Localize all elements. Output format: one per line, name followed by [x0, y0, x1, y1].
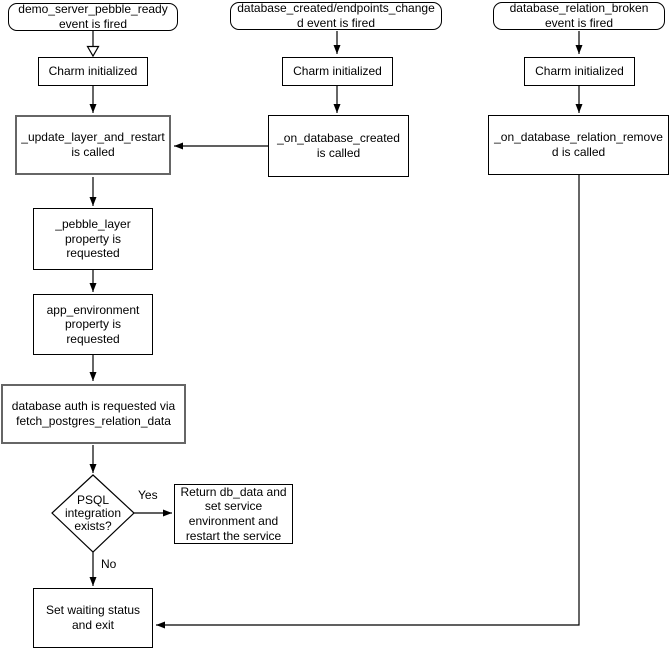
- node-label: Charm initialized: [48, 64, 138, 79]
- edge-label-no: No: [99, 557, 119, 572]
- node-label: database_created/endpoints_changed event…: [237, 2, 435, 30]
- node-set-waiting-status: Set waiting status and exit: [33, 588, 153, 648]
- node-pebble-layer-property: _pebble_layer property is requested: [33, 208, 153, 270]
- node-charm-initialized-2: Charm initialized: [282, 57, 393, 86]
- node-label: database auth is requested via fetch_pos…: [11, 399, 176, 428]
- open-arrowhead-icon: [86, 45, 100, 58]
- node-database-auth-requested: database auth is requested via fetch_pos…: [1, 384, 186, 444]
- node-charm-initialized-3: Charm initialized: [524, 57, 635, 86]
- node-label: _update_layer_and_restart is called: [21, 130, 165, 159]
- node-label: app_environment property is requested: [46, 302, 140, 346]
- node-label: _on_database_created is called: [277, 131, 400, 160]
- node-database-created-event: database_created/endpoints_changed event…: [230, 2, 442, 30]
- node-label: Charm initialized: [293, 64, 382, 79]
- node-demo-server-pebble-ready-event: demo_server_pebble_ready event is fired: [8, 3, 178, 31]
- node-label: Return db_data and set service environme…: [180, 484, 287, 543]
- node-label: Charm initialized: [535, 64, 624, 79]
- node-label: demo_server_pebble_ready event is fired: [18, 3, 168, 31]
- node-on-database-relation-removed: _on_database_relation_removed is called: [488, 115, 669, 175]
- node-on-database-created: _on_database_created is called: [268, 115, 409, 177]
- node-label: Set waiting status and exit: [45, 603, 141, 632]
- node-database-relation-broken-event: database_relation_broken event is fired: [493, 2, 665, 30]
- edge-label-yes: Yes: [136, 488, 160, 503]
- node-label: _pebble_layer property is requested: [55, 217, 131, 261]
- edge-on-database-relation-removed-to-waiting: [156, 175, 580, 629]
- node-return-db-data: Return db_data and set service environme…: [174, 484, 293, 544]
- node-label: database_relation_broken event is fired: [509, 2, 649, 30]
- node-label: _on_database_relation_removed is called: [494, 130, 663, 159]
- node-update-layer-and-restart: _update_layer_and_restart is called: [15, 115, 171, 175]
- psql-decision-label: PSQL integration exists?: [64, 493, 122, 534]
- node-app-environment-property: app_environment property is requested: [33, 294, 153, 355]
- node-charm-initialized-1: Charm initialized: [38, 57, 148, 86]
